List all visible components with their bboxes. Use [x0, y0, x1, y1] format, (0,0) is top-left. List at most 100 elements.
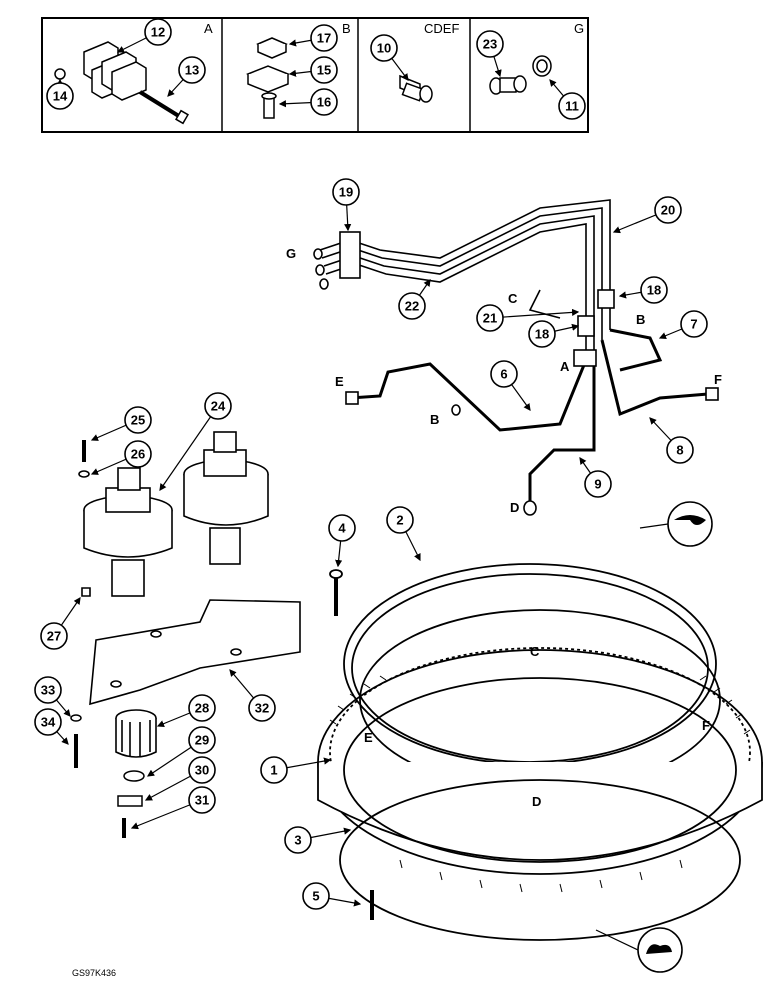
- pinion-gear: [115, 709, 157, 758]
- union-fittings-illustration: [489, 55, 552, 95]
- callout-number-11: 11: [565, 99, 579, 114]
- slewing-ring: [317, 563, 763, 941]
- ring-label-c: C: [530, 644, 540, 659]
- callout-number-24: 24: [211, 399, 226, 414]
- callout-31: 31: [130, 786, 216, 830]
- section-label-a: A: [204, 21, 213, 36]
- callout-circle-20: [654, 196, 682, 224]
- section-label-cdef: CDEF: [424, 21, 459, 36]
- detail-inset-box: A B CDEF G: [41, 17, 589, 133]
- ring-label-f: F: [702, 718, 710, 733]
- callout-27: 27: [40, 597, 81, 650]
- callout-number-23: 23: [483, 37, 497, 52]
- callout-5: 5: [302, 882, 362, 910]
- callout-1: 1: [260, 756, 332, 784]
- callout-circle-13: [178, 56, 206, 84]
- callout-number-4: 4: [338, 521, 346, 536]
- ring-label-e: E: [364, 730, 373, 745]
- callout-number-14: 14: [53, 89, 68, 104]
- callout-circle-25: [124, 406, 152, 434]
- callout-number-19: 19: [339, 185, 353, 200]
- callout-number-26: 26: [131, 447, 145, 462]
- connection-label-e: E: [335, 374, 344, 389]
- callout-number-21: 21: [483, 311, 497, 326]
- callout-circle-14: [46, 82, 74, 110]
- connection-labels: G C B A E B F D C E F D: [286, 246, 722, 809]
- callout-number-25: 25: [131, 413, 145, 428]
- callout-circle-3: [284, 826, 312, 854]
- connection-label-g: G: [286, 246, 296, 261]
- callout-number-18: 18: [535, 327, 549, 342]
- callout-circle-18: [528, 320, 556, 348]
- callout-7: 7: [658, 310, 708, 340]
- callout-18: 18: [618, 276, 668, 304]
- connection-label-b2: B: [430, 412, 439, 427]
- callout-25: 25: [90, 406, 152, 441]
- callout-26: 26: [90, 440, 152, 475]
- callout-circle-6: [490, 360, 518, 388]
- fitting-illustration: [399, 74, 433, 103]
- callout-23: 23: [476, 30, 504, 78]
- callout-number-34: 34: [41, 715, 56, 730]
- callout-number-5: 5: [312, 889, 319, 904]
- callout-circle-7: [680, 310, 708, 338]
- callout-number-1: 1: [270, 763, 277, 778]
- callout-3: 3: [284, 826, 352, 854]
- callout-circle-2: [386, 506, 414, 534]
- callout-number-22: 22: [405, 299, 419, 314]
- swing-motors: [78, 431, 269, 597]
- callout-circle-15: [310, 56, 338, 84]
- callout-number-10: 10: [377, 41, 391, 56]
- hydraulic-lines: [313, 199, 719, 516]
- connection-label-d: D: [510, 500, 519, 515]
- callout-circle-24: [204, 392, 232, 420]
- callout-circle-32: [248, 694, 276, 722]
- callout-29: 29: [147, 726, 216, 777]
- callout-number-9: 9: [594, 477, 601, 492]
- callout-circle-19: [332, 178, 360, 206]
- callout-33: 33: [34, 676, 71, 717]
- callout-number-7: 7: [690, 317, 697, 332]
- callout-34: 34: [34, 708, 69, 745]
- callout-circle-27: [40, 622, 68, 650]
- callout-21: 21: [476, 304, 580, 332]
- callout-circle-26: [124, 440, 152, 468]
- callout-number-32: 32: [255, 701, 269, 716]
- callout-circle-1: [260, 756, 288, 784]
- callout-32: 32: [229, 669, 276, 722]
- reference-code: GS97K436: [72, 968, 116, 978]
- gear-teeth: [329, 675, 751, 893]
- callout-circle-30: [188, 756, 216, 784]
- callout-circle-23: [476, 30, 504, 58]
- callout-circle-18: [640, 276, 668, 304]
- callout-number-16: 16: [317, 95, 331, 110]
- callout-circle-4: [328, 514, 356, 542]
- callout-circle-8: [666, 436, 694, 464]
- callout-number-29: 29: [195, 733, 209, 748]
- callout-number-18: 18: [647, 283, 661, 298]
- lubrication-symbol-top: [639, 501, 713, 547]
- callout-15: 15: [288, 56, 338, 84]
- callout-number-20: 20: [661, 203, 675, 218]
- pinion-hardware: [70, 714, 145, 838]
- callout-circle-17: [310, 24, 338, 52]
- callout-9: 9: [579, 457, 612, 498]
- callout-number-12: 12: [151, 25, 165, 40]
- ring-label-d: D: [532, 794, 541, 809]
- callout-17: 17: [288, 24, 338, 52]
- callout-number-15: 15: [317, 63, 331, 78]
- callout-number-6: 6: [500, 367, 507, 382]
- section-label-b: B: [342, 21, 351, 36]
- callout-number-31: 31: [195, 793, 209, 808]
- callout-30: 30: [144, 756, 216, 801]
- callout-8: 8: [649, 417, 694, 464]
- callout-22: 22: [398, 279, 431, 320]
- callout-11: 11: [549, 79, 586, 120]
- callout-number-2: 2: [396, 513, 403, 528]
- callout-circle-28: [188, 694, 216, 722]
- callout-6: 6: [490, 360, 531, 411]
- callout-number-33: 33: [41, 683, 55, 698]
- callout-14: 14: [46, 78, 74, 110]
- callout-circle-21: [476, 304, 504, 332]
